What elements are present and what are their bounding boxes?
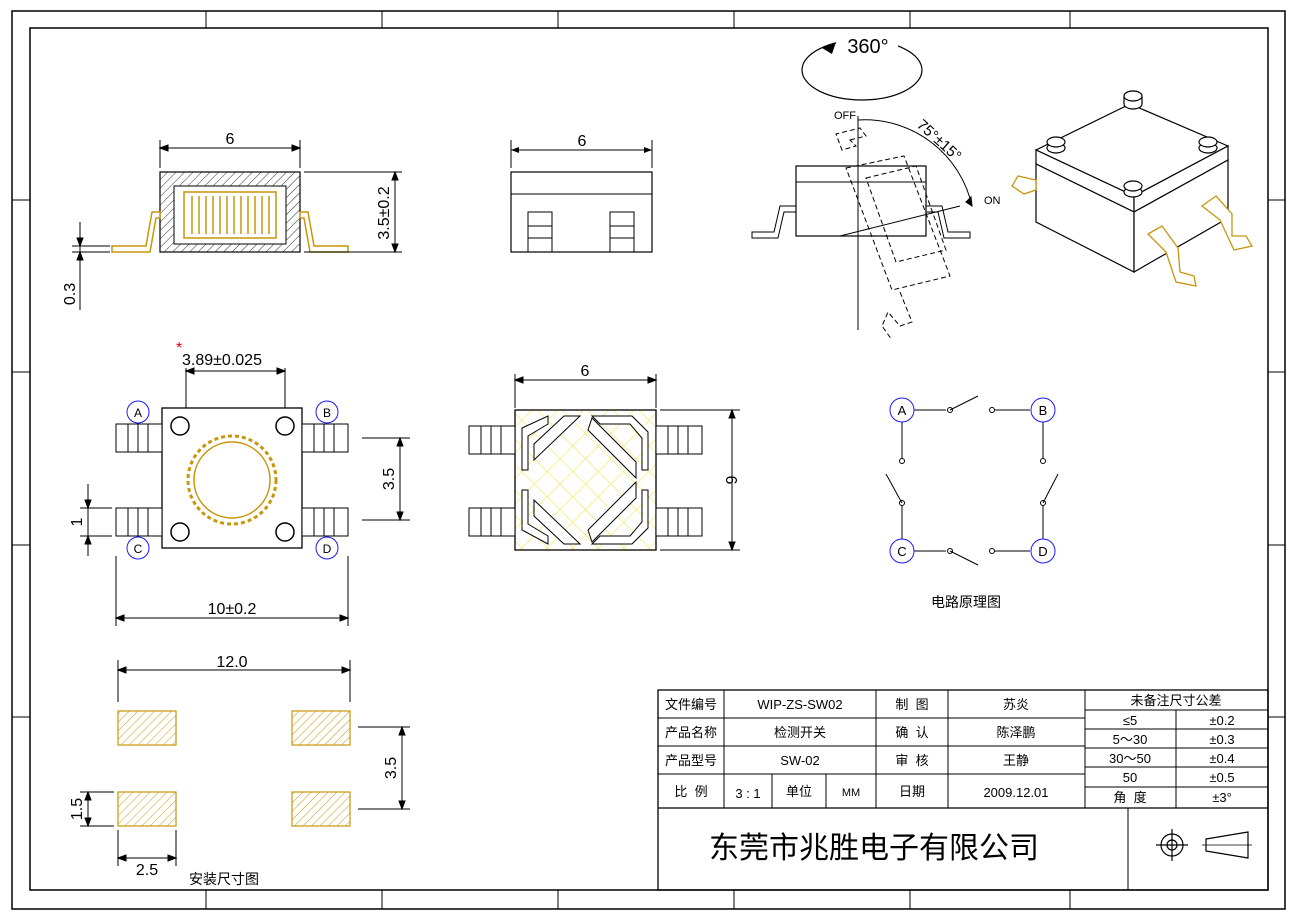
dim-pad-height: 1.5 — [69, 798, 86, 820]
projection-symbol-icon — [1156, 829, 1252, 861]
front-view — [510, 140, 653, 253]
tb-product-name-label: 产品名称 — [665, 725, 717, 740]
tb-company-name: 东莞市兆胜电子有限公司 — [709, 832, 1039, 865]
mount-title: 安装尺寸图 — [189, 871, 259, 887]
tb-file-no-value: WIP-ZS-SW02 — [757, 697, 842, 712]
circuit-terminal-c: C — [897, 544, 906, 559]
section-view: 6 3.5±0.2 0.3 — [62, 131, 402, 310]
circuit-title: 电路原理图 — [931, 594, 1001, 610]
tb-tol-range-1: ≤5 — [1123, 713, 1137, 728]
tb-drawn-value: 苏炎 — [1003, 697, 1029, 712]
dim-plan-lead: 1 — [69, 517, 86, 526]
tb-file-no-label: 文件编号 — [665, 697, 717, 712]
circuit-terminal-d: D — [1038, 544, 1047, 559]
tb-tol-value-4: ±0.5 — [1209, 770, 1234, 785]
title-block: 文件编号 WIP-ZS-SW02 制 图 苏炎 产品名称 检测开关 确 认 陈泽… — [657, 689, 1269, 891]
plan-view: * 3.89±0.025 A B C D — [69, 340, 410, 626]
tb-drawn-label: 制 图 — [895, 697, 928, 712]
dim-plan-total: 10±0.2 — [208, 601, 257, 618]
circuit-terminal-a: A — [898, 403, 907, 418]
on-label: ON — [984, 195, 1001, 207]
tb-confirm-label: 确 认 — [895, 725, 928, 740]
dim-knob-mark: * — [176, 340, 182, 357]
plan-terminal-a: A — [134, 406, 142, 420]
tb-scale-value: 3 : 1 — [735, 786, 760, 801]
rotation-view: 360° OFF ON 75°±15° — [751, 34, 1001, 341]
off-label: OFF — [834, 110, 856, 122]
tb-review-label: 审 核 — [895, 753, 928, 768]
tb-tol-value-2: ±0.3 — [1209, 732, 1234, 747]
tb-unit-value: MM — [842, 787, 860, 799]
circuit-terminal-b: B — [1039, 403, 1048, 418]
plan-terminal-b: B — [323, 406, 331, 420]
dim-plan-height: 3.5 — [381, 468, 398, 490]
tb-tolerance-title: 未备注尺寸公差 — [1130, 693, 1221, 708]
circuit-diagram: A B C D 电路原理图 — [885, 395, 1059, 610]
rotation-angle: 360° — [847, 36, 888, 58]
dim-front-width: 6 — [578, 133, 587, 150]
bottom-view: 6 6 — [468, 363, 740, 552]
dim-bottom-width: 6 — [581, 363, 590, 380]
tb-review-value: 王静 — [1003, 753, 1029, 768]
tb-tol-range-5: 角 度 — [1113, 790, 1146, 805]
dim-pad-width: 2.5 — [136, 862, 158, 879]
mounting-footprint: 12.0 3.5 1.5 2.5 安装尺寸图 — [69, 654, 410, 887]
tb-product-name-value: 检测开关 — [774, 725, 826, 740]
dim-top-height: 3.5±0.2 — [376, 186, 393, 239]
dim-bottom-height: 6 — [722, 476, 739, 485]
tb-tol-range-3: 30～50 — [1109, 751, 1151, 766]
isometric-view — [1011, 90, 1254, 287]
tb-model-value: SW-02 — [780, 753, 820, 768]
dim-top-lead: 0.3 — [62, 283, 79, 305]
tb-confirm-value: 陈泽鹏 — [996, 725, 1035, 740]
tb-scale-label: 比 例 — [674, 784, 707, 799]
rotation-sweep: 75°±15° — [913, 116, 964, 165]
plan-terminal-d: D — [323, 542, 332, 556]
tb-model-label: 产品型号 — [665, 753, 717, 768]
tb-tol-value-5: ±3° — [1212, 790, 1232, 805]
dim-pad-pitch: 3.5 — [383, 757, 400, 779]
dim-top-width: 6 — [226, 131, 235, 148]
tb-tol-range-2: 5～30 — [1113, 732, 1148, 747]
plan-terminal-c: C — [134, 542, 143, 556]
tb-unit-label: 单位 — [786, 784, 812, 799]
dim-pad-span: 12.0 — [216, 654, 247, 671]
tb-date-label: 日期 — [899, 784, 925, 799]
tb-tol-value-1: ±0.2 — [1209, 713, 1234, 728]
tb-date-value: 2009.12.01 — [983, 785, 1048, 800]
frame — [11, 10, 1286, 910]
tb-tol-value-3: ±0.4 — [1209, 751, 1234, 766]
tb-tol-range-4: 50 — [1123, 770, 1137, 785]
dim-knob-pitch: 3.89±0.025 — [182, 352, 262, 369]
